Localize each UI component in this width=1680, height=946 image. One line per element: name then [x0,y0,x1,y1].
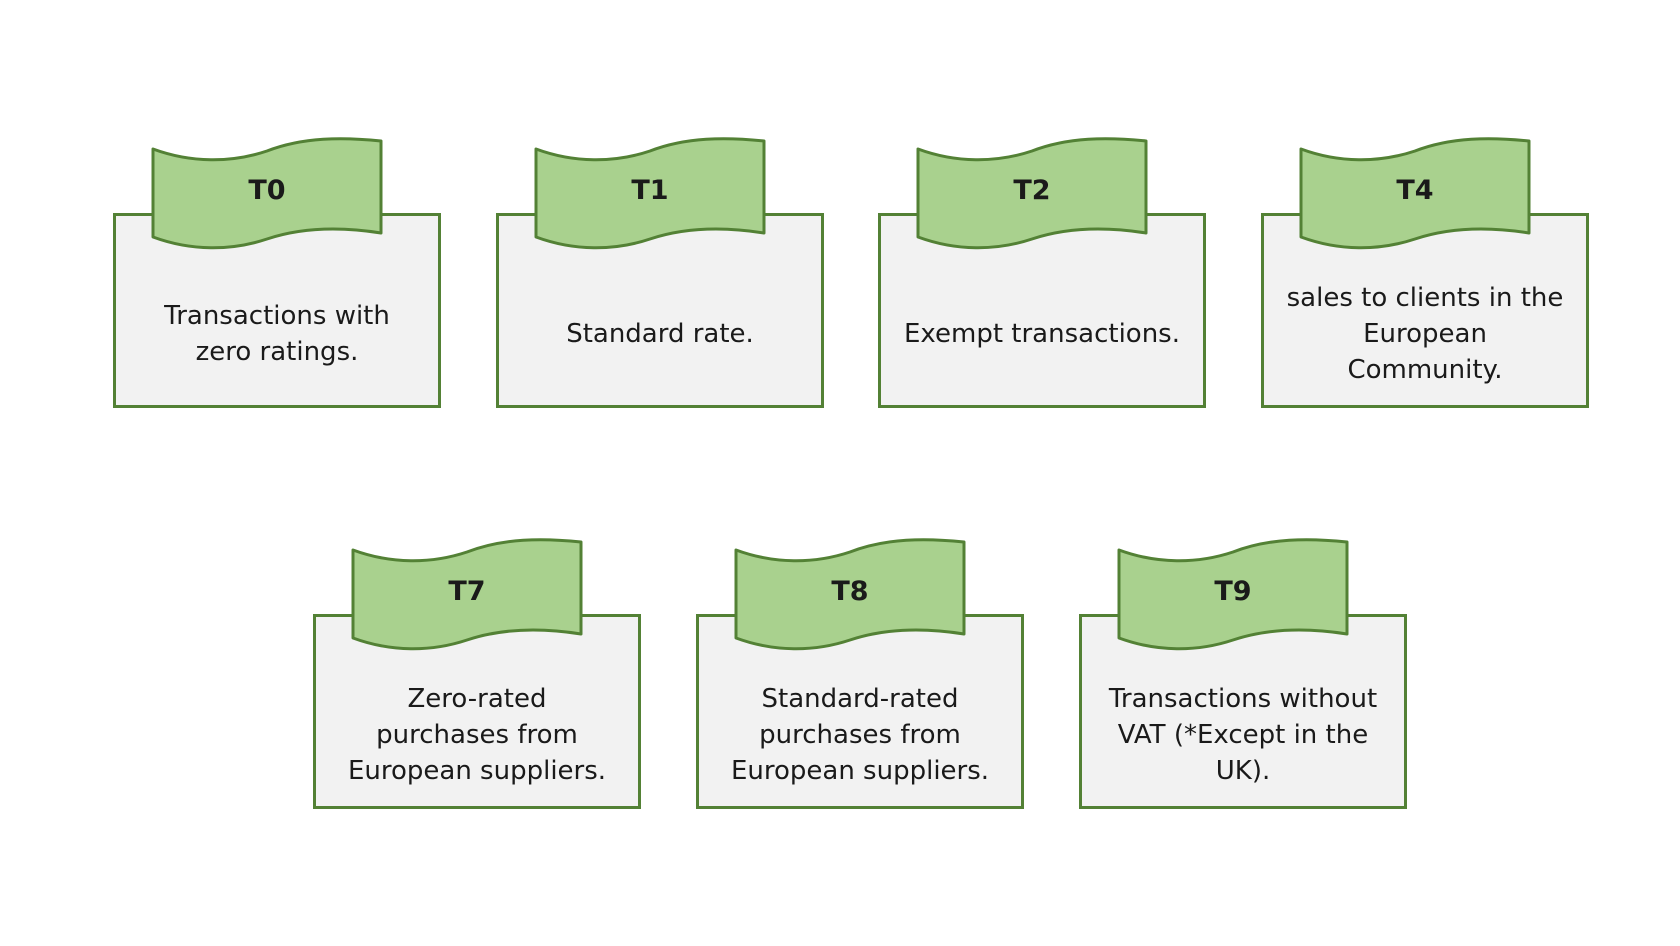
wave-banner-icon [1117,538,1349,651]
tax-code-label: T8 [831,576,869,607]
tax-code-label: T4 [1396,175,1434,206]
tax-code-card-t0: Transactions with zero ratings. T0 [113,135,441,408]
tax-code-description: Standard rate. [566,318,754,349]
tax-code-box: Transactions with zero ratings. [113,213,441,408]
tax-code-box: sales to clients in the European Communi… [1261,213,1589,408]
wave-banner-icon [916,137,1148,250]
tax-code-card-t1: Standard rate. T1 [496,135,824,408]
wave-banner-icon [151,137,383,250]
wave-banner-icon [351,538,583,651]
tax-code-box: Zero-rated purchases from European suppl… [313,614,641,809]
tax-code-card-t7: Zero-rated purchases from European suppl… [313,536,641,809]
tax-code-card-t2: Exempt transactions. T2 [878,135,1206,408]
tax-code-card-t9: Transactions without VAT (*Except in the… [1079,536,1407,809]
tax-code-description: Transactions with zero ratings. [164,300,390,367]
tax-code-label: T1 [631,175,669,206]
tax-code-card-t4: sales to clients in the European Communi… [1261,135,1589,408]
wave-banner-icon [534,137,766,250]
wave-banner-icon [1299,137,1531,250]
tax-code-label: T2 [1013,175,1051,206]
tax-code-description: Zero-rated purchases from European suppl… [347,683,607,786]
tax-code-card-t8: Standard-rated purchases from European s… [696,536,1024,809]
wave-banner-icon [734,538,966,651]
tax-code-label: T0 [248,175,286,206]
tax-code-description: Transactions without VAT (*Except in the… [1108,683,1378,786]
tax-code-label: T7 [448,576,486,607]
tax-code-description: Exempt transactions. [904,318,1180,349]
tax-code-description: Standard-rated purchases from European s… [730,683,990,786]
tax-code-label: T9 [1214,576,1252,607]
tax-code-box: Standard rate. [496,213,824,408]
tax-code-description: sales to clients in the European Communi… [1286,282,1564,385]
